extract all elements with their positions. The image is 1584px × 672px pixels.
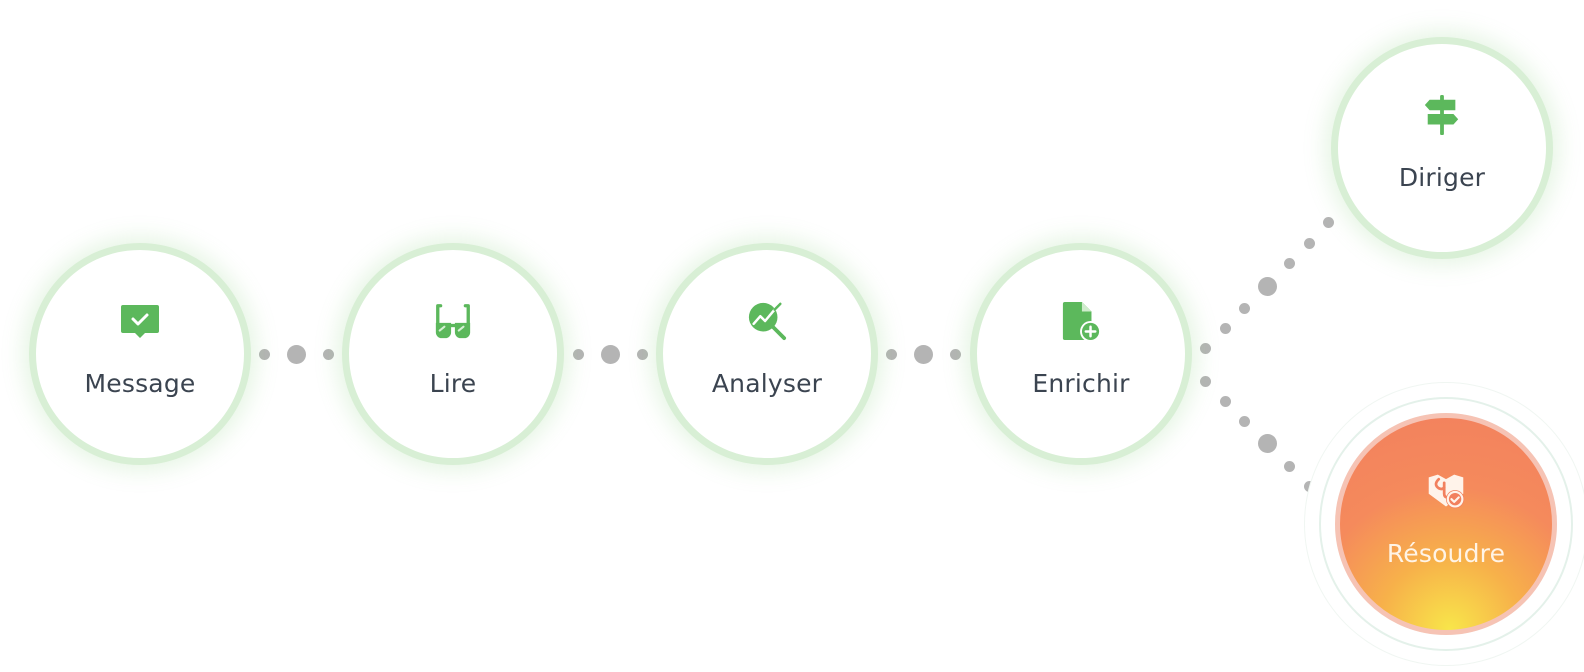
node-resoudre[interactable]: Résoudre bbox=[1335, 413, 1557, 635]
node-diriger[interactable]: Diriger bbox=[1331, 37, 1553, 259]
connector-dot bbox=[322, 348, 334, 360]
connector-dot bbox=[1219, 395, 1231, 407]
connector-dot bbox=[1238, 415, 1250, 427]
connector-dot bbox=[572, 348, 584, 360]
node-analyser[interactable]: Analyser bbox=[656, 243, 878, 465]
glasses-icon bbox=[433, 301, 473, 341]
connector-dot bbox=[885, 348, 897, 360]
node-label: Enrichir bbox=[1032, 368, 1130, 398]
connector-dot bbox=[1199, 342, 1211, 354]
connector-dot bbox=[1283, 460, 1295, 472]
connector-dot bbox=[1303, 237, 1315, 249]
connector-dot bbox=[258, 348, 270, 360]
connector-dot bbox=[636, 348, 648, 360]
message-check-icon bbox=[120, 301, 160, 341]
connector-dot bbox=[1219, 322, 1231, 334]
handshake-check-icon bbox=[1426, 471, 1466, 511]
chart-search-icon bbox=[747, 301, 787, 341]
connector-dot bbox=[1322, 216, 1334, 228]
connector-dot bbox=[1257, 276, 1277, 296]
connector-dot bbox=[1257, 433, 1277, 453]
connector-dot bbox=[949, 348, 961, 360]
connector-dot bbox=[600, 344, 620, 364]
connector-dot bbox=[913, 344, 933, 364]
document-add-icon bbox=[1061, 301, 1101, 342]
connector-dot bbox=[1283, 257, 1295, 269]
signpost-icon bbox=[1422, 94, 1462, 135]
node-label: Résoudre bbox=[1386, 538, 1506, 568]
node-label: Analyser bbox=[711, 368, 823, 398]
node-label: Diriger bbox=[1398, 162, 1486, 192]
node-enrichir[interactable]: Enrichir bbox=[970, 243, 1192, 465]
node-label: Lire bbox=[429, 368, 477, 398]
connector-dot bbox=[1303, 480, 1315, 492]
node-message[interactable]: Message bbox=[29, 243, 251, 465]
connector-dot bbox=[1199, 375, 1211, 387]
connector-dot bbox=[1238, 302, 1250, 314]
node-lire[interactable]: Lire bbox=[342, 243, 564, 465]
node-label: Message bbox=[84, 368, 196, 398]
connector-dot bbox=[286, 344, 306, 364]
